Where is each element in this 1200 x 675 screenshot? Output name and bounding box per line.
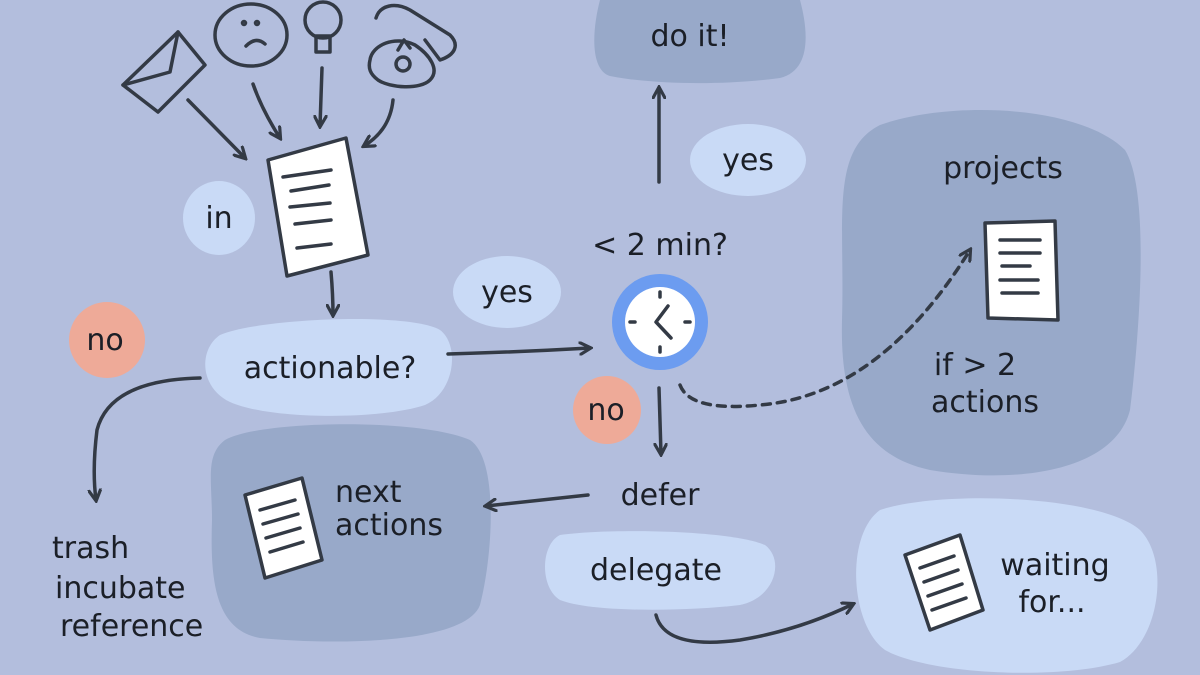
no-label-left: no <box>86 323 123 358</box>
arrow <box>659 386 661 454</box>
arrow <box>486 493 590 506</box>
document-icon <box>983 219 1060 322</box>
waiting-for-label-1: waiting <box>1000 548 1109 583</box>
next-actions-label-2: actions <box>335 508 443 543</box>
two-minute-question: < 2 min? <box>592 228 728 263</box>
arrow <box>654 604 853 644</box>
projects-label: projects <box>943 151 1063 186</box>
lightbulb-icon <box>303 0 343 54</box>
delegate-blob <box>545 531 776 610</box>
waiting-for-blob <box>856 498 1158 673</box>
no-badge-clock <box>573 376 641 444</box>
arrow <box>320 66 322 126</box>
delegate-label: delegate <box>590 553 722 588</box>
projects-condition-1: if > 2 <box>934 348 1016 383</box>
yes-badge-right <box>453 256 561 328</box>
sad-face-icon <box>213 2 289 68</box>
defer-label: defer <box>621 478 701 513</box>
arrow <box>186 98 245 158</box>
document-icon <box>903 533 985 632</box>
in-badge <box>183 181 255 255</box>
arrow <box>446 348 590 356</box>
arrow <box>251 82 280 138</box>
dashed-arrow <box>678 250 970 409</box>
clock-icon <box>612 274 708 370</box>
arrow <box>364 98 395 146</box>
yes-badge-up <box>690 124 806 196</box>
actionable-label: actionable? <box>244 351 417 386</box>
envelope-icon <box>121 30 207 114</box>
discard-incubate: incubate <box>55 571 186 606</box>
projects-condition-2: actions <box>931 385 1039 420</box>
in-label: in <box>205 201 232 236</box>
arrow <box>331 270 333 315</box>
no-label-clock: no <box>587 393 624 428</box>
do-it-blob <box>594 0 806 84</box>
document-icon <box>243 476 324 580</box>
next-actions-label-1: next <box>335 475 402 510</box>
actionable-blob <box>205 319 452 416</box>
waiting-for-label-2: for... <box>1018 585 1085 620</box>
discard-reference: reference <box>60 609 203 644</box>
telephone-icon <box>367 3 457 89</box>
arrow <box>94 376 202 500</box>
yes-label-right: yes <box>481 275 533 310</box>
document-icon <box>266 136 370 278</box>
do-it-label: do it! <box>650 19 729 54</box>
discard-trash: trash <box>52 531 129 566</box>
no-badge-left <box>69 302 145 378</box>
next-actions-blob <box>210 424 491 642</box>
yes-label-up: yes <box>722 143 774 178</box>
